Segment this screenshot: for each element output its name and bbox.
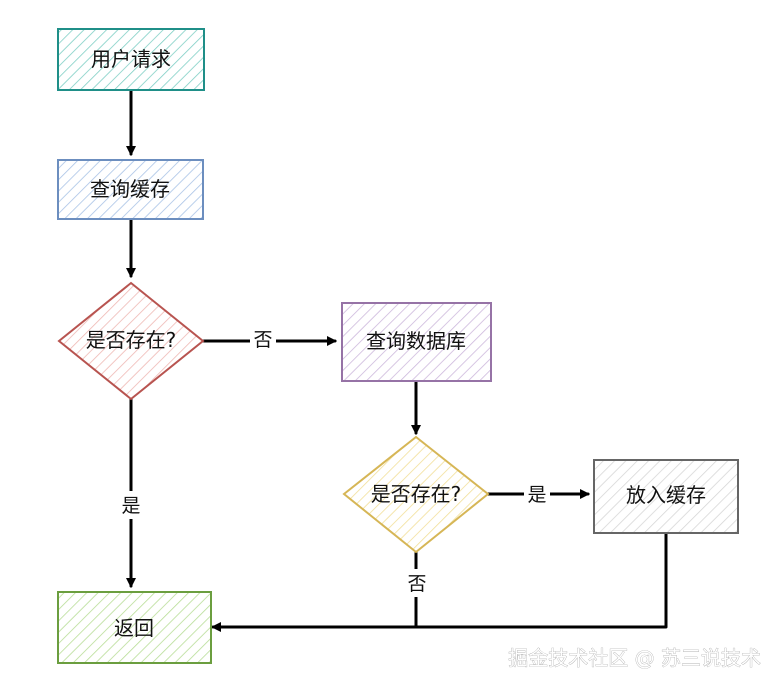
- node-exists-2: 是否存在?: [342, 435, 490, 554]
- node-return: 返回: [57, 591, 212, 664]
- node-return-shape: [57, 591, 212, 664]
- node-put-cache-label: 放入缓存: [626, 483, 706, 507]
- edge-label-yes-1: 是: [121, 495, 140, 517]
- node-put-cache-shape: [593, 459, 739, 534]
- node-query-db-label: 查询数据库: [366, 329, 466, 353]
- node-request-label: 用户请求: [91, 47, 171, 71]
- watermark-text: 掘金技术社区 @ 苏三说技术: [508, 646, 761, 670]
- node-return-label: 返回: [114, 616, 154, 640]
- node-exists-2-shape: [342, 435, 490, 554]
- node-query-cache-label: 查询缓存: [90, 177, 170, 201]
- node-query-cache: 查询缓存: [57, 159, 204, 220]
- node-exists-1-label: 是否存在?: [86, 328, 177, 352]
- node-query-db: 查询数据库: [341, 302, 492, 382]
- edge-label-bg-no-1: [250, 325, 276, 353]
- edge-label-no-2: 否: [407, 573, 426, 595]
- edge-label-yes-2: 是: [527, 484, 546, 506]
- edge-label-bg-no-2: [404, 569, 430, 597]
- edge-put-cache-to-return: [211, 532, 668, 632]
- edge-label-bg-yes-1: [118, 491, 144, 519]
- node-exists-2-label: 是否存在?: [371, 482, 462, 506]
- node-query-db-shape: [341, 302, 492, 382]
- node-request: 用户请求: [57, 28, 205, 91]
- node-query-cache-shape: [57, 159, 204, 220]
- node-exists-1-shape: [57, 281, 205, 401]
- node-put-cache: 放入缓存: [593, 459, 739, 534]
- edge-labels: 否 是 是 否: [118, 325, 550, 597]
- node-exists-1: 是否存在?: [57, 281, 205, 401]
- node-request-shape: [57, 28, 205, 91]
- edge-label-bg-yes-2: [524, 480, 550, 508]
- edge-label-no-1: 否: [253, 329, 272, 351]
